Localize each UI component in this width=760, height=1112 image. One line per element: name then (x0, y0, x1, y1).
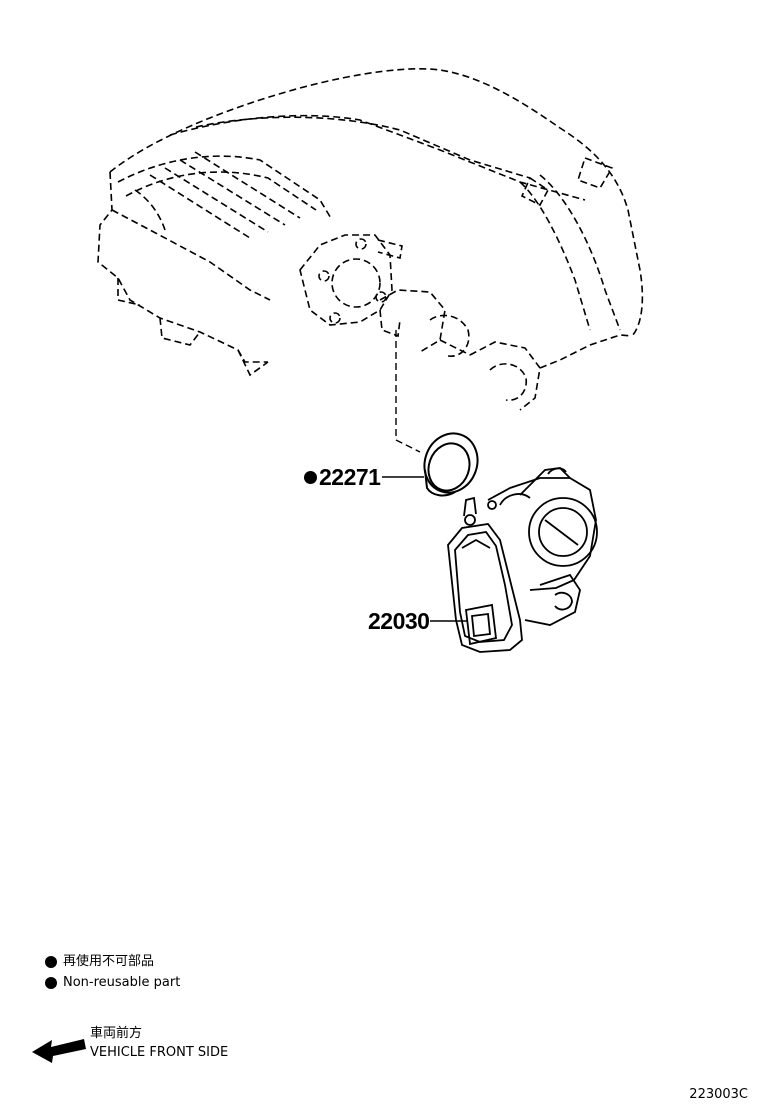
vehicle-front-arrow-icon (32, 1039, 86, 1063)
part-number: 22030 (368, 608, 430, 634)
gasket-22271-illustration (423, 432, 479, 497)
vehicle-front-ja: 車両前方 (90, 1026, 143, 1041)
legend-text-ja: 再使用不可部品 (63, 954, 155, 969)
part-22030-label[interactable]: 22030 (368, 608, 430, 634)
non-reusable-marker-icon (304, 471, 317, 484)
non-reusable-marker-icon (45, 976, 57, 989)
non-reusable-marker-icon (45, 955, 57, 968)
intake-manifold-illustration (97, 68, 644, 411)
assembly-leader-line (395, 330, 421, 453)
legend-non-reusable-ja: 再使用不可部品 (45, 955, 154, 968)
diagram-code: 223003C (689, 1087, 748, 1102)
legend-non-reusable-en: Non-reusable part (45, 976, 180, 989)
part-number: 22271 (319, 464, 381, 490)
vehicle-front-en: VEHICLE FRONT SIDE (90, 1045, 229, 1060)
legend-text-en: Non-reusable part (63, 975, 181, 990)
throttle-body-22030-illustration (447, 467, 598, 653)
part-22271-label[interactable]: 22271 (304, 464, 381, 490)
